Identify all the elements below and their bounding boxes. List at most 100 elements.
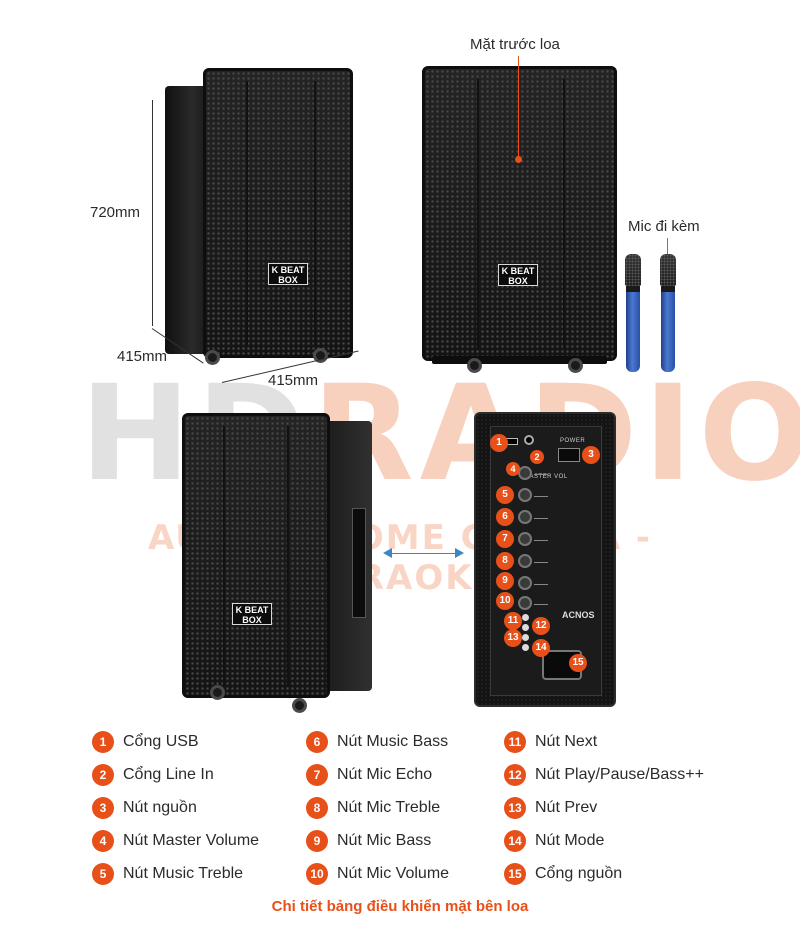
legend-label: Nút Master Volume	[123, 832, 260, 849]
panel-caption: Chi tiết bảng điều khiển mặt bên loa	[271, 898, 529, 915]
legend-item: 13 Nút Prev	[504, 796, 597, 820]
marker-15: 15	[569, 654, 587, 672]
legend-number: 9	[306, 830, 328, 852]
legend-label: Nút Mode	[535, 832, 605, 849]
legend-item: 8 Nút Mic Treble	[306, 796, 440, 820]
marker-9: 9	[496, 572, 514, 590]
marker-3: 3	[582, 446, 600, 464]
front-callout-line	[518, 56, 519, 158]
panel-brand-badge: ACNOS	[562, 610, 595, 620]
microphone	[625, 254, 641, 372]
legend-number: 8	[306, 797, 328, 819]
marker-6: 6	[496, 508, 514, 526]
brand-logo-line2: BOX	[508, 276, 528, 286]
music-bass-knob	[518, 510, 548, 524]
side-control-panel	[352, 508, 366, 618]
wheel	[210, 685, 225, 700]
legend-number: 13	[504, 797, 526, 819]
legend-number: 15	[504, 863, 526, 885]
mic-echo-knob	[518, 532, 548, 546]
marker-2: 2	[530, 450, 544, 464]
legend-number: 6	[306, 731, 328, 753]
legend-item: 3 Nút nguồn	[92, 796, 197, 820]
legend-number: 3	[92, 797, 114, 819]
mode-button	[522, 644, 529, 651]
legend-item: 2 Cổng Line In	[92, 763, 214, 787]
legend-label: Nút Music Treble	[123, 865, 244, 882]
wheel	[467, 358, 482, 373]
speaker-side-panel	[165, 86, 210, 354]
mic-treble-knob	[518, 554, 548, 568]
speaker-front-view: K BEAT BOX	[422, 66, 617, 376]
marker-5: 5	[496, 486, 514, 504]
legend-label: Nút Prev	[535, 799, 598, 816]
brand-logo: K BEAT BOX	[498, 264, 538, 286]
legend-item: 11 Nút Next	[504, 730, 597, 754]
power-switch	[558, 448, 580, 462]
legend-number: 4	[92, 830, 114, 852]
legend-label: Nút nguồn	[123, 799, 197, 816]
watermark-brand: HDRADIO	[80, 368, 800, 500]
legend-item: 9 Nút Mic Bass	[306, 829, 431, 853]
legend-item: 12 Nút Play/Pause/Bass++	[504, 763, 704, 787]
wheel	[205, 350, 220, 365]
legend-item: 1 Cổng USB	[92, 730, 199, 754]
master-vol-label: MASTER VOL	[524, 474, 568, 480]
legend-label: Cổng nguồn	[535, 865, 623, 882]
marker-14: 14	[532, 639, 550, 657]
legend-label: Cổng USB	[123, 733, 199, 750]
legend-item: 7 Nút Mic Echo	[306, 763, 432, 787]
height-dimension-label: 720mm	[90, 204, 141, 221]
marker-4: 4	[506, 462, 520, 476]
marker-10: 10	[496, 592, 514, 610]
speaker-side-view: K BEAT BOX	[182, 413, 374, 715]
marker-8: 8	[496, 552, 514, 570]
watermark-tagline: AUDIO - HOME CINEMA - KARAOKE	[147, 518, 653, 598]
play-pause-button	[522, 624, 529, 631]
legend-item: 6 Nút Music Bass	[306, 730, 448, 754]
legend-label: Nút Next	[535, 733, 598, 750]
legend-number: 2	[92, 764, 114, 786]
next-button	[522, 614, 529, 621]
legend-number: 1	[92, 731, 114, 753]
width-dimension-label: 415mm	[268, 372, 319, 389]
legend-item: 14 Nút Mode	[504, 829, 604, 853]
legend-label: Nút Mic Bass	[337, 832, 432, 849]
speaker-front-grille	[182, 413, 330, 698]
master-volume-knob	[518, 466, 548, 480]
legend-number: 5	[92, 863, 114, 885]
legend-label: Nút Music Bass	[337, 733, 449, 750]
legend-label: Nút Mic Echo	[337, 766, 433, 783]
marker-1: 1	[490, 434, 508, 452]
wheel	[568, 358, 583, 373]
marker-11: 11	[504, 612, 522, 630]
legend-label: Nút Mic Treble	[337, 799, 441, 816]
mic-callout-label: Mic đi kèm	[628, 218, 700, 235]
marker-7: 7	[496, 530, 514, 548]
brand-logo-line1: K BEAT	[501, 266, 535, 276]
legend-number: 10	[306, 863, 328, 885]
depth-dimension-label: 415mm	[117, 348, 168, 365]
brand-logo-line1: K BEAT	[235, 605, 269, 615]
legend-item: 15 Cổng nguồn	[504, 862, 622, 886]
power-label: POWER	[560, 438, 586, 444]
height-dimension-line	[152, 100, 153, 326]
legend-label: Nút Play/Pause/Bass++	[535, 766, 704, 783]
mic-callout-line	[667, 238, 668, 256]
mic-bass-knob	[518, 576, 548, 590]
microphone	[660, 254, 676, 372]
legend-number: 14	[504, 830, 526, 852]
speaker-base	[432, 356, 607, 364]
legend-number: 11	[504, 731, 526, 753]
legend-item: 10 Nút Mic Volume	[306, 862, 449, 886]
brand-logo: K BEAT BOX	[268, 263, 308, 285]
music-treble-knob	[518, 488, 548, 502]
legend-number: 12	[504, 764, 526, 786]
legend-item: 4 Nút Master Volume	[92, 829, 259, 853]
legend-item: 5 Nút Music Treble	[92, 862, 243, 886]
brand-logo-line2: BOX	[278, 275, 298, 285]
brand-logo-line2: BOX	[242, 615, 262, 625]
legend-number: 7	[306, 764, 328, 786]
speaker-front-grille	[203, 68, 353, 358]
legend-label: Nút Mic Volume	[337, 865, 450, 882]
